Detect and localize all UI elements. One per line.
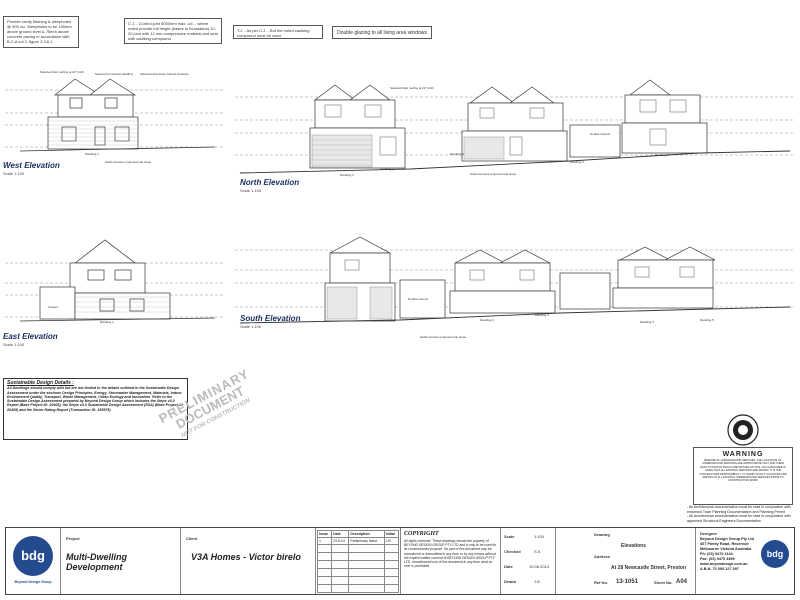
tb-project-cell: Project Multi-Dwelling Development	[61, 528, 181, 594]
sheet-label: Sheet No.	[654, 580, 673, 585]
east-label-dwelling1: Dwelling 1	[100, 320, 114, 324]
tb-revision-cell: Issue Date Description Initial 1 23.8.14…	[316, 528, 401, 594]
warning-box: WARNING BEWARE OF UNDERGROUND SERVICES. …	[693, 447, 793, 505]
project-name: Multi-Dwelling Development	[66, 552, 127, 572]
east-elevation-title: East Elevation	[3, 332, 58, 341]
doc-note-1: - All Architectural documentation must b…	[687, 505, 791, 514]
bdg-logo-small: bdg	[761, 540, 789, 568]
tb-copyright-cell: COPYRIGHT All rights reserved. These dra…	[401, 528, 501, 594]
checked-value: S.S	[534, 549, 541, 554]
south-label-dwelling4: Dwelling 4	[640, 320, 654, 324]
south-label-hatch: Hatch denotes proposed site slope	[420, 335, 467, 339]
east-elevation-scale: Scale 1:100	[3, 342, 25, 347]
north-label-dwelling4: Dwelling 4	[570, 160, 584, 164]
revision-row: 1 23.8.14 Preliminary Issue J.B	[316, 537, 400, 545]
note-tj: T.J. - As per C.J. - But the noted caulk…	[233, 25, 323, 39]
tb-meta-cell: Scale 1:100 Checked S.S Date 10.06.2014 …	[501, 528, 556, 594]
south-label-dwelling2: Dwelling 2	[480, 318, 494, 322]
note-control-joint: C.J. - Control joint 6000mm max. c/c. - …	[124, 18, 222, 44]
north-elevation-title: North Elevation	[240, 178, 300, 187]
south-elevation-title: South Elevation	[240, 314, 301, 323]
bdg-logo-ring-text: Beyond Design Group	[14, 580, 52, 584]
drawing-value: Elevations	[621, 543, 647, 549]
bdg-logo: bdg	[13, 536, 53, 576]
west-elevation-title: West Elevation	[3, 161, 60, 170]
east-label-carport: Carport	[48, 305, 59, 309]
checked-label: Checked	[504, 549, 521, 554]
warning-title: WARNING	[722, 451, 764, 458]
council-seal-icon	[727, 414, 759, 446]
client-name: V3A Homes - Victor birelo	[191, 552, 301, 562]
date-label: Date	[504, 564, 513, 569]
west-elevation-drawing	[5, 78, 225, 152]
west-elevation-scale: Scale 1:100	[3, 171, 25, 176]
tb-designer-cell: Designer Beyond Design Group Pty Ltd 467…	[696, 528, 794, 594]
south-label-dwelling5: Dwelling 5	[700, 318, 714, 322]
copyright-title: COPYRIGHT	[404, 531, 439, 537]
north-label-hatch: Hatch denotes proposed site slope	[470, 172, 517, 176]
tb-logo-cell: bdg Beyond Design Group	[6, 528, 61, 594]
south-elevation-scale: Scale 1:100	[240, 324, 262, 329]
west-label-cladding: Selected horizontal cladding	[95, 72, 133, 76]
drawn-label: Drawn	[504, 579, 517, 584]
address-label: Address	[594, 554, 611, 559]
scale-label: Scale	[504, 534, 515, 539]
doc-note-2: - All Architectural documentation must b…	[687, 514, 791, 523]
revision-table: Issue Date Description Initial 1 23.8.14…	[316, 530, 400, 593]
drawn-value: J.B	[534, 579, 540, 584]
designer-label: Designer	[700, 531, 718, 536]
sustainable-design-body: All Dwellings should comply with but are…	[7, 386, 184, 412]
north-label-dwelling2: Dwelling 2	[380, 167, 394, 171]
tb-client-cell: Client V3A Homes - Victor birelo	[181, 528, 316, 594]
tb-drawing-cell: Drawing Elevations Address At 28 Newcast…	[556, 528, 696, 594]
copyright-body: All rights reserved. These drawings rema…	[404, 539, 497, 569]
warning-body: BEWARE OF UNDERGROUND SERVICES. THE LOCA…	[699, 459, 787, 483]
north-label-carport: Double Carport	[590, 132, 611, 136]
sheet-value: A04	[676, 579, 688, 585]
west-label-hatch: Hatch denotes proposed site slope	[105, 160, 152, 164]
north-elevation-scale: Scale 1:100	[240, 188, 262, 193]
client-label: Client	[186, 536, 198, 541]
address-value: At 28 Newcastle Street, Preston	[611, 565, 687, 571]
south-label-dwelling3: Dwelling 3	[535, 313, 549, 317]
west-label-roof: Selected tiled roofing at 22° pitch	[40, 70, 84, 74]
north-label-dwelling1: Dwelling 1	[340, 173, 354, 177]
north-label-dwelling5: Dwelling 5	[655, 153, 669, 157]
sustainable-design-details: Sustainable Design Details : All Dwellin…	[3, 378, 188, 440]
note-cavity-flashing: Provide cavity flashing & weepholes @ 90…	[3, 16, 79, 48]
documentation-notes: - All Architectural documentation must b…	[687, 505, 797, 523]
note-double-glazing: Double glazing to all living area window…	[332, 26, 432, 39]
west-label-dwelling1: Dwelling 1	[85, 152, 99, 156]
scale-value: 1:100	[534, 534, 545, 539]
revision-header-row: Issue Date Description Initial	[316, 530, 400, 538]
title-block: bdg Beyond Design Group Project Multi-Dw…	[5, 527, 795, 595]
date-value: 10.06.2014	[529, 564, 550, 569]
ref-label: Ref No.	[594, 580, 608, 585]
north-elevation-drawing	[235, 79, 795, 174]
south-label-carport: Double Carport	[408, 297, 429, 301]
west-label-windows: Selected aluminium framed windows	[140, 72, 189, 76]
north-label-roof: Selected tiled roofing at 22° pitch	[390, 86, 434, 90]
drawing-label: Drawing	[594, 532, 610, 537]
north-label-dwelling3: Dwelling 3	[450, 152, 464, 156]
ref-value: 13-1051	[616, 579, 639, 585]
project-label: Project	[66, 536, 80, 541]
south-elevation-drawing	[235, 236, 795, 324]
designer-details: Beyond Design Group Pty Ltd 467 Plenty R…	[700, 537, 755, 571]
sustainable-design-title: Sustainable Design Details :	[7, 380, 74, 386]
east-elevation-drawing	[5, 239, 225, 322]
